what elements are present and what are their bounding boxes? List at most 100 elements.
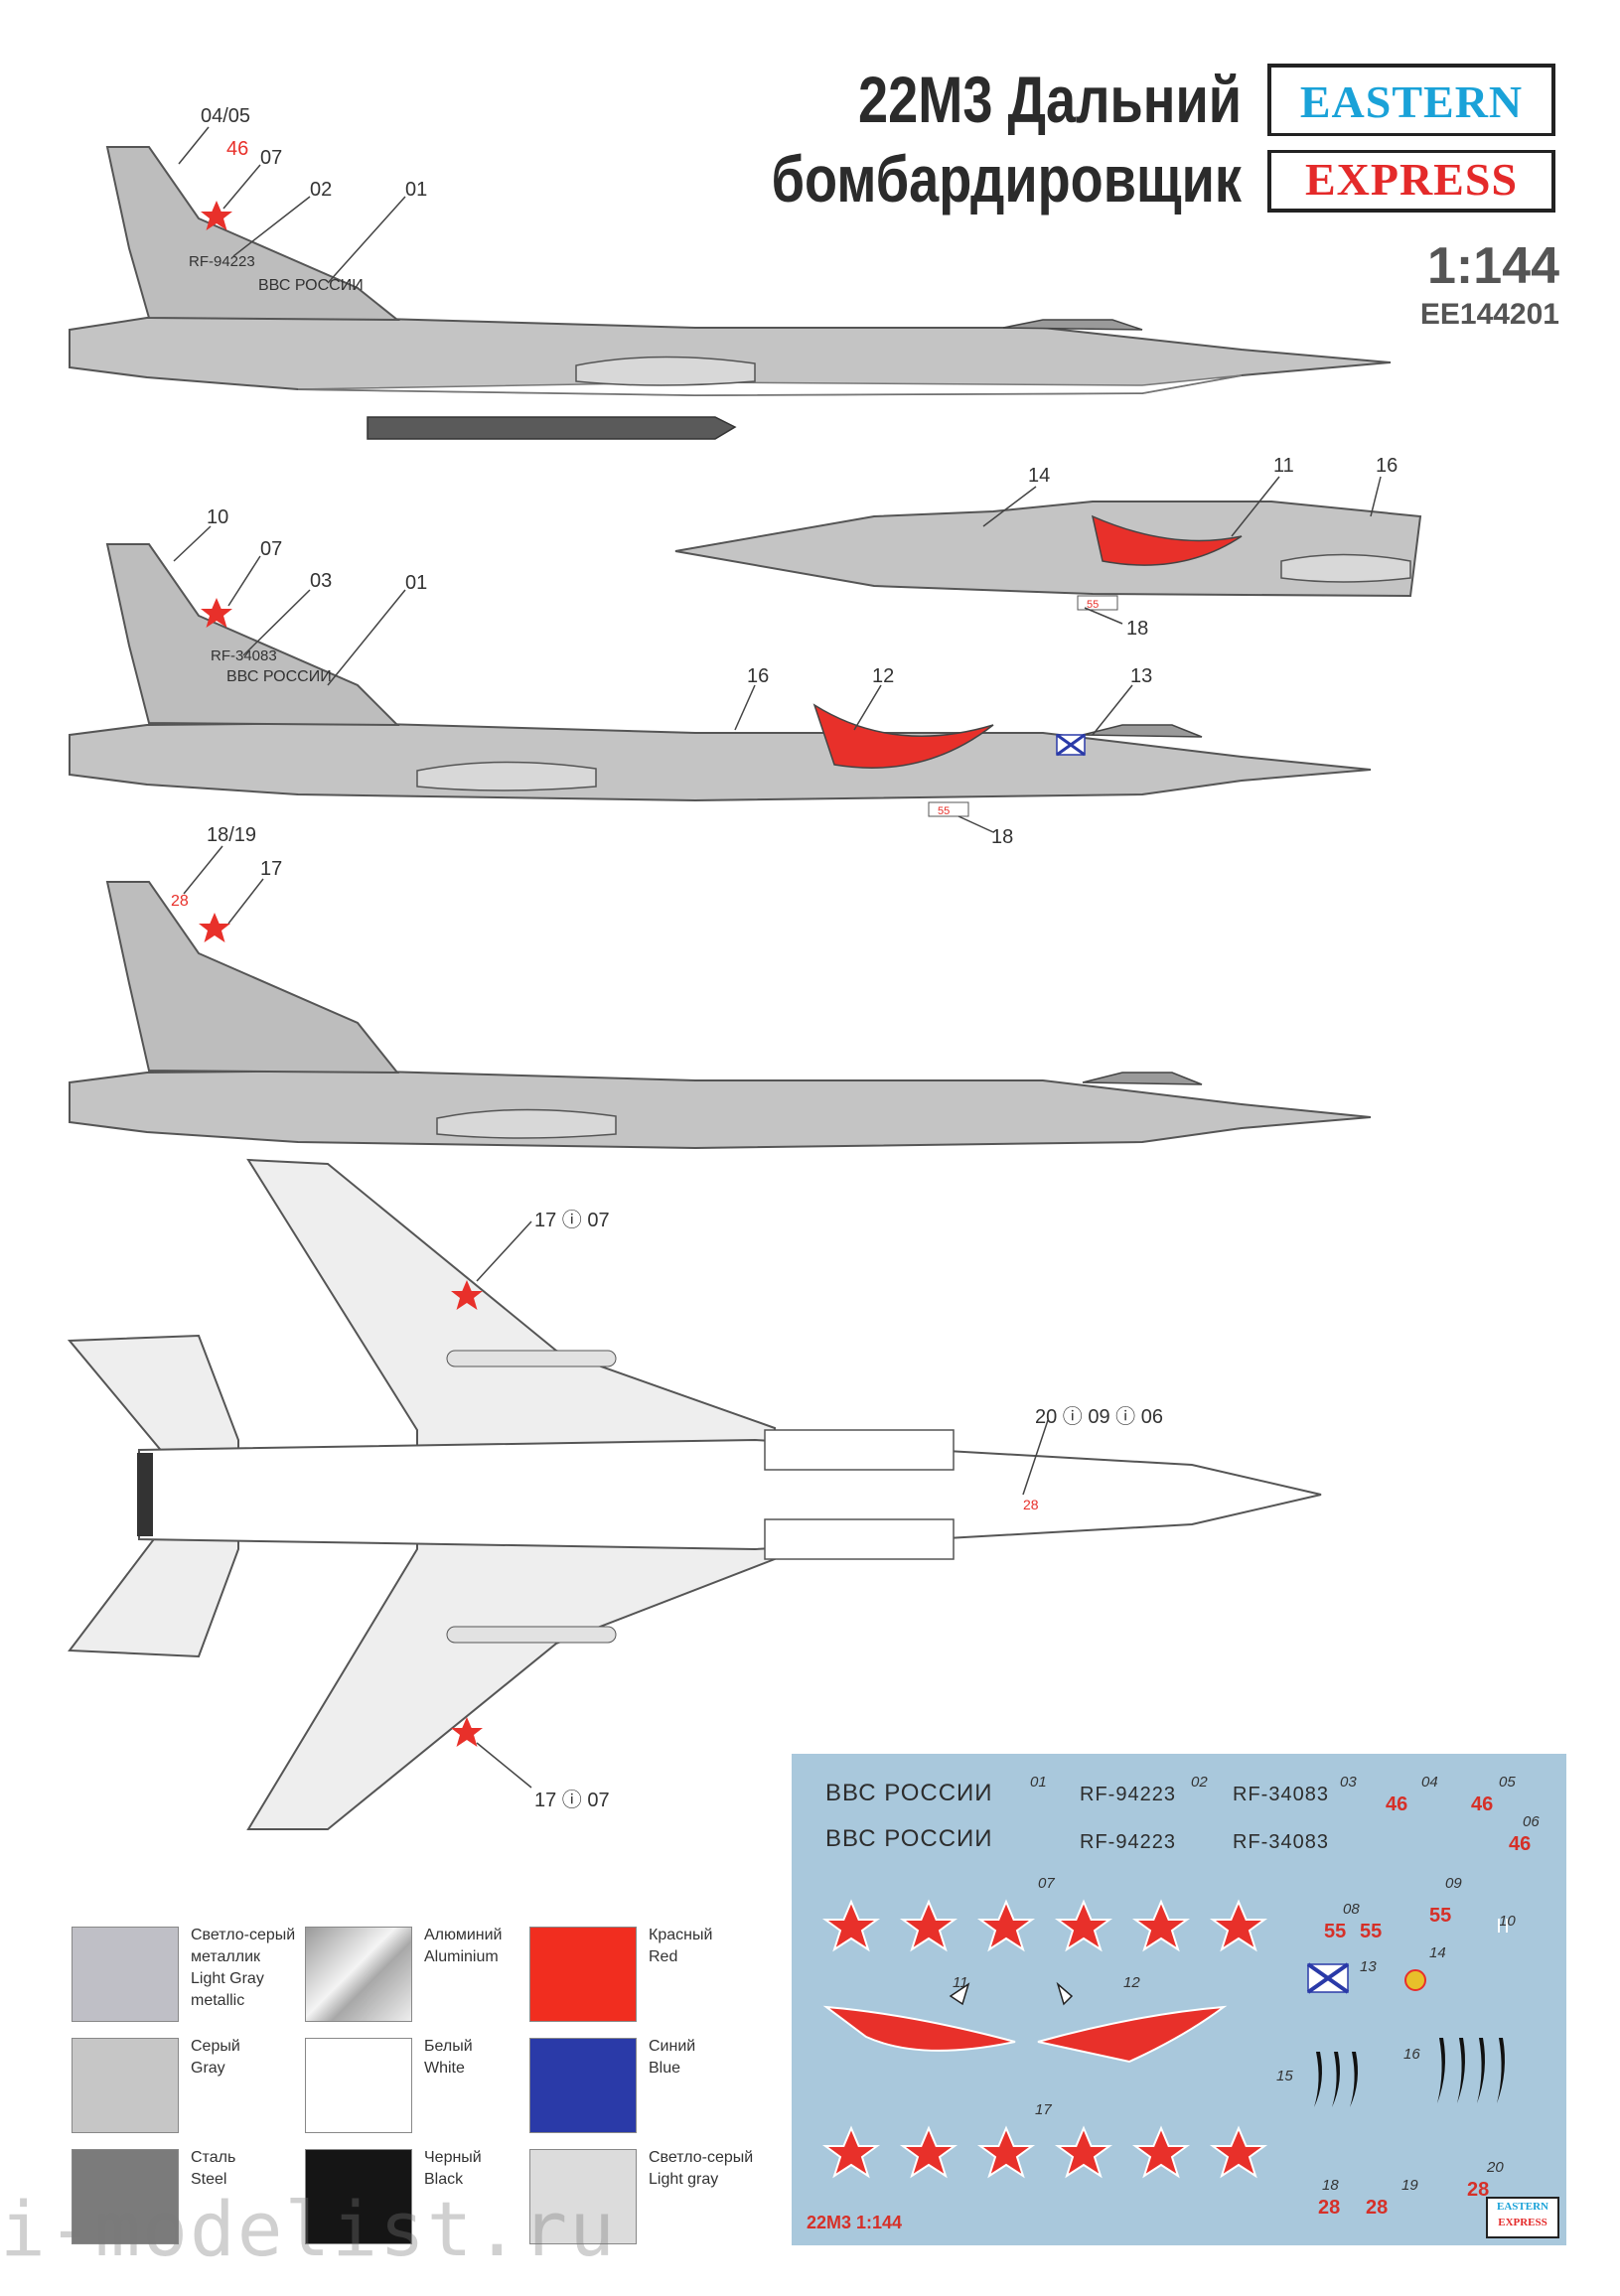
swatch-red — [529, 1927, 637, 2022]
decal-28-c: 28 — [1467, 2179, 1490, 2201]
decal-rf94223-2: RF-94223 — [1080, 1831, 1176, 1853]
brand-bottom: EXPRESS — [1304, 154, 1519, 205]
mini-brand-top: EASTERN — [1497, 2201, 1548, 2213]
decal-28-b: 28 — [1366, 2197, 1389, 2219]
decal-num-03: 03 — [1340, 1774, 1357, 1791]
callout-18-a: 18 — [1126, 618, 1149, 640]
callout-16-b: 16 — [747, 665, 770, 687]
decal-num-02: 02 — [1191, 1774, 1208, 1791]
page-title: 22М3 Дальний бомбардировщик — [737, 60, 1242, 218]
side-profile-2 — [69, 543, 1372, 817]
callout-plan-top: 17 ⓘ 07 — [534, 1210, 610, 1231]
swatch-black — [305, 2149, 412, 2244]
swatch-white — [305, 2038, 412, 2133]
side-profile-3 — [69, 881, 1372, 1150]
decal-55-b: 55 — [1360, 1921, 1383, 1942]
callout-17: 17 — [260, 858, 283, 880]
sheet-mini-logo: EASTERN EXPRESS — [1486, 2197, 1559, 2238]
decal-rf34083-1: RF-34083 — [1233, 1784, 1329, 1805]
mini-brand-bottom: EXPRESS — [1498, 2217, 1547, 2228]
decal-vvs-2: ВВС РОССИИ — [825, 1825, 993, 1852]
callout-01-b: 01 — [405, 572, 428, 594]
bay-number-2: 55 — [938, 805, 950, 817]
decal-sheet: ВВС РОССИИ 01 RF-94223 02 RF-34083 03 46… — [792, 1754, 1566, 2245]
sheet-footer-label: 22М3 1:144 — [807, 2213, 903, 2232]
callout-04-05: 04/05 — [201, 105, 251, 127]
decal-num-01: 01 — [1030, 1774, 1047, 1791]
swatch-light-gray — [529, 2149, 637, 2244]
decal-num-07: 07 — [1038, 1875, 1055, 1892]
swatch-blue — [529, 2038, 637, 2133]
callout-11: 11 — [1273, 455, 1294, 477]
callout-18-b: 18 — [991, 826, 1014, 848]
watermark: i-modelist.ru — [0, 2185, 617, 2273]
brand-logo: EASTERN EXPRESS — [1267, 64, 1555, 213]
tail-text-1: RF-94223 — [189, 253, 255, 270]
product-code: EE144201 — [1419, 298, 1559, 331]
decal-num-09: 09 — [1445, 1875, 1462, 1892]
decal-num-14: 14 — [1429, 1944, 1446, 1961]
callout-01-a: 01 — [405, 179, 428, 201]
callout-12: 12 — [872, 665, 895, 687]
callout-18-19: 18/19 — [207, 824, 257, 846]
decal-num-17: 17 — [1035, 2101, 1052, 2118]
decal-rf94223-1: RF-94223 — [1080, 1784, 1176, 1805]
decal-num-04: 04 — [1421, 1774, 1438, 1791]
brand-top: EASTERN — [1299, 76, 1524, 127]
callout-plan-bottom: 17 ⓘ 07 — [534, 1790, 610, 1811]
decal-num-18: 18 — [1322, 2177, 1339, 2194]
decal-55-c: 55 — [1429, 1905, 1452, 1927]
callout-plan-nose: 20 ⓘ 09 ⓘ 06 — [1035, 1406, 1163, 1428]
decal-num-19: 19 — [1401, 2177, 1418, 2194]
decal-46-c: 46 — [1509, 1833, 1532, 1855]
decal-num-06: 06 — [1523, 1813, 1540, 1830]
fin-number-1: 46 — [226, 138, 248, 160]
decal-55-a: 55 — [1324, 1921, 1347, 1942]
callout-07-a: 07 — [260, 147, 283, 169]
nose-bay-number: 55 — [1087, 599, 1099, 611]
title-line-1: 22М3 Дальний — [858, 63, 1242, 136]
swatch-aluminium — [305, 1927, 412, 2022]
decal-num-16: 16 — [1403, 2046, 1420, 2063]
decal-46-a: 46 — [1386, 1794, 1408, 1815]
side-text-2: ВВС РОССИИ — [226, 668, 332, 685]
decal-46-b: 46 — [1471, 1794, 1494, 1815]
callout-13: 13 — [1130, 665, 1153, 687]
decal-28-a: 28 — [1318, 2197, 1341, 2219]
decal-num-08: 08 — [1343, 1901, 1360, 1918]
logo-stripe — [1267, 133, 1555, 153]
decal-num-05: 05 — [1499, 1774, 1516, 1791]
swatch-light-gray-metallic — [72, 1927, 179, 2022]
side-profile-1 — [69, 146, 1392, 440]
callout-16-a: 16 — [1376, 455, 1399, 477]
decal-num-20: 20 — [1487, 2159, 1504, 2176]
callout-07-b: 07 — [260, 538, 283, 560]
tail-text-2: RF-34083 — [211, 647, 277, 664]
nose-profile — [674, 501, 1422, 611]
decal-num-12: 12 — [1123, 1974, 1140, 1991]
callout-lines — [173, 126, 1382, 1789]
plan-nose-number: 28 — [1023, 1497, 1039, 1512]
fin-number-3: 28 — [171, 893, 189, 910]
decal-num-15: 15 — [1276, 2068, 1293, 2084]
decal-vvs-1: ВВС РОССИИ — [825, 1780, 993, 1806]
decal-num-13: 13 — [1360, 1958, 1377, 1975]
callout-10: 10 — [207, 506, 229, 528]
title-line-2: бомбардировщик — [771, 142, 1242, 215]
side-text-1: ВВС РОССИИ — [258, 277, 364, 294]
callout-14: 14 — [1028, 465, 1051, 487]
callout-02: 02 — [310, 179, 333, 201]
decal-graphics — [822, 1901, 1508, 2177]
plan-view — [67, 1158, 1322, 1830]
decal-rf34083-2: RF-34083 — [1233, 1831, 1329, 1853]
